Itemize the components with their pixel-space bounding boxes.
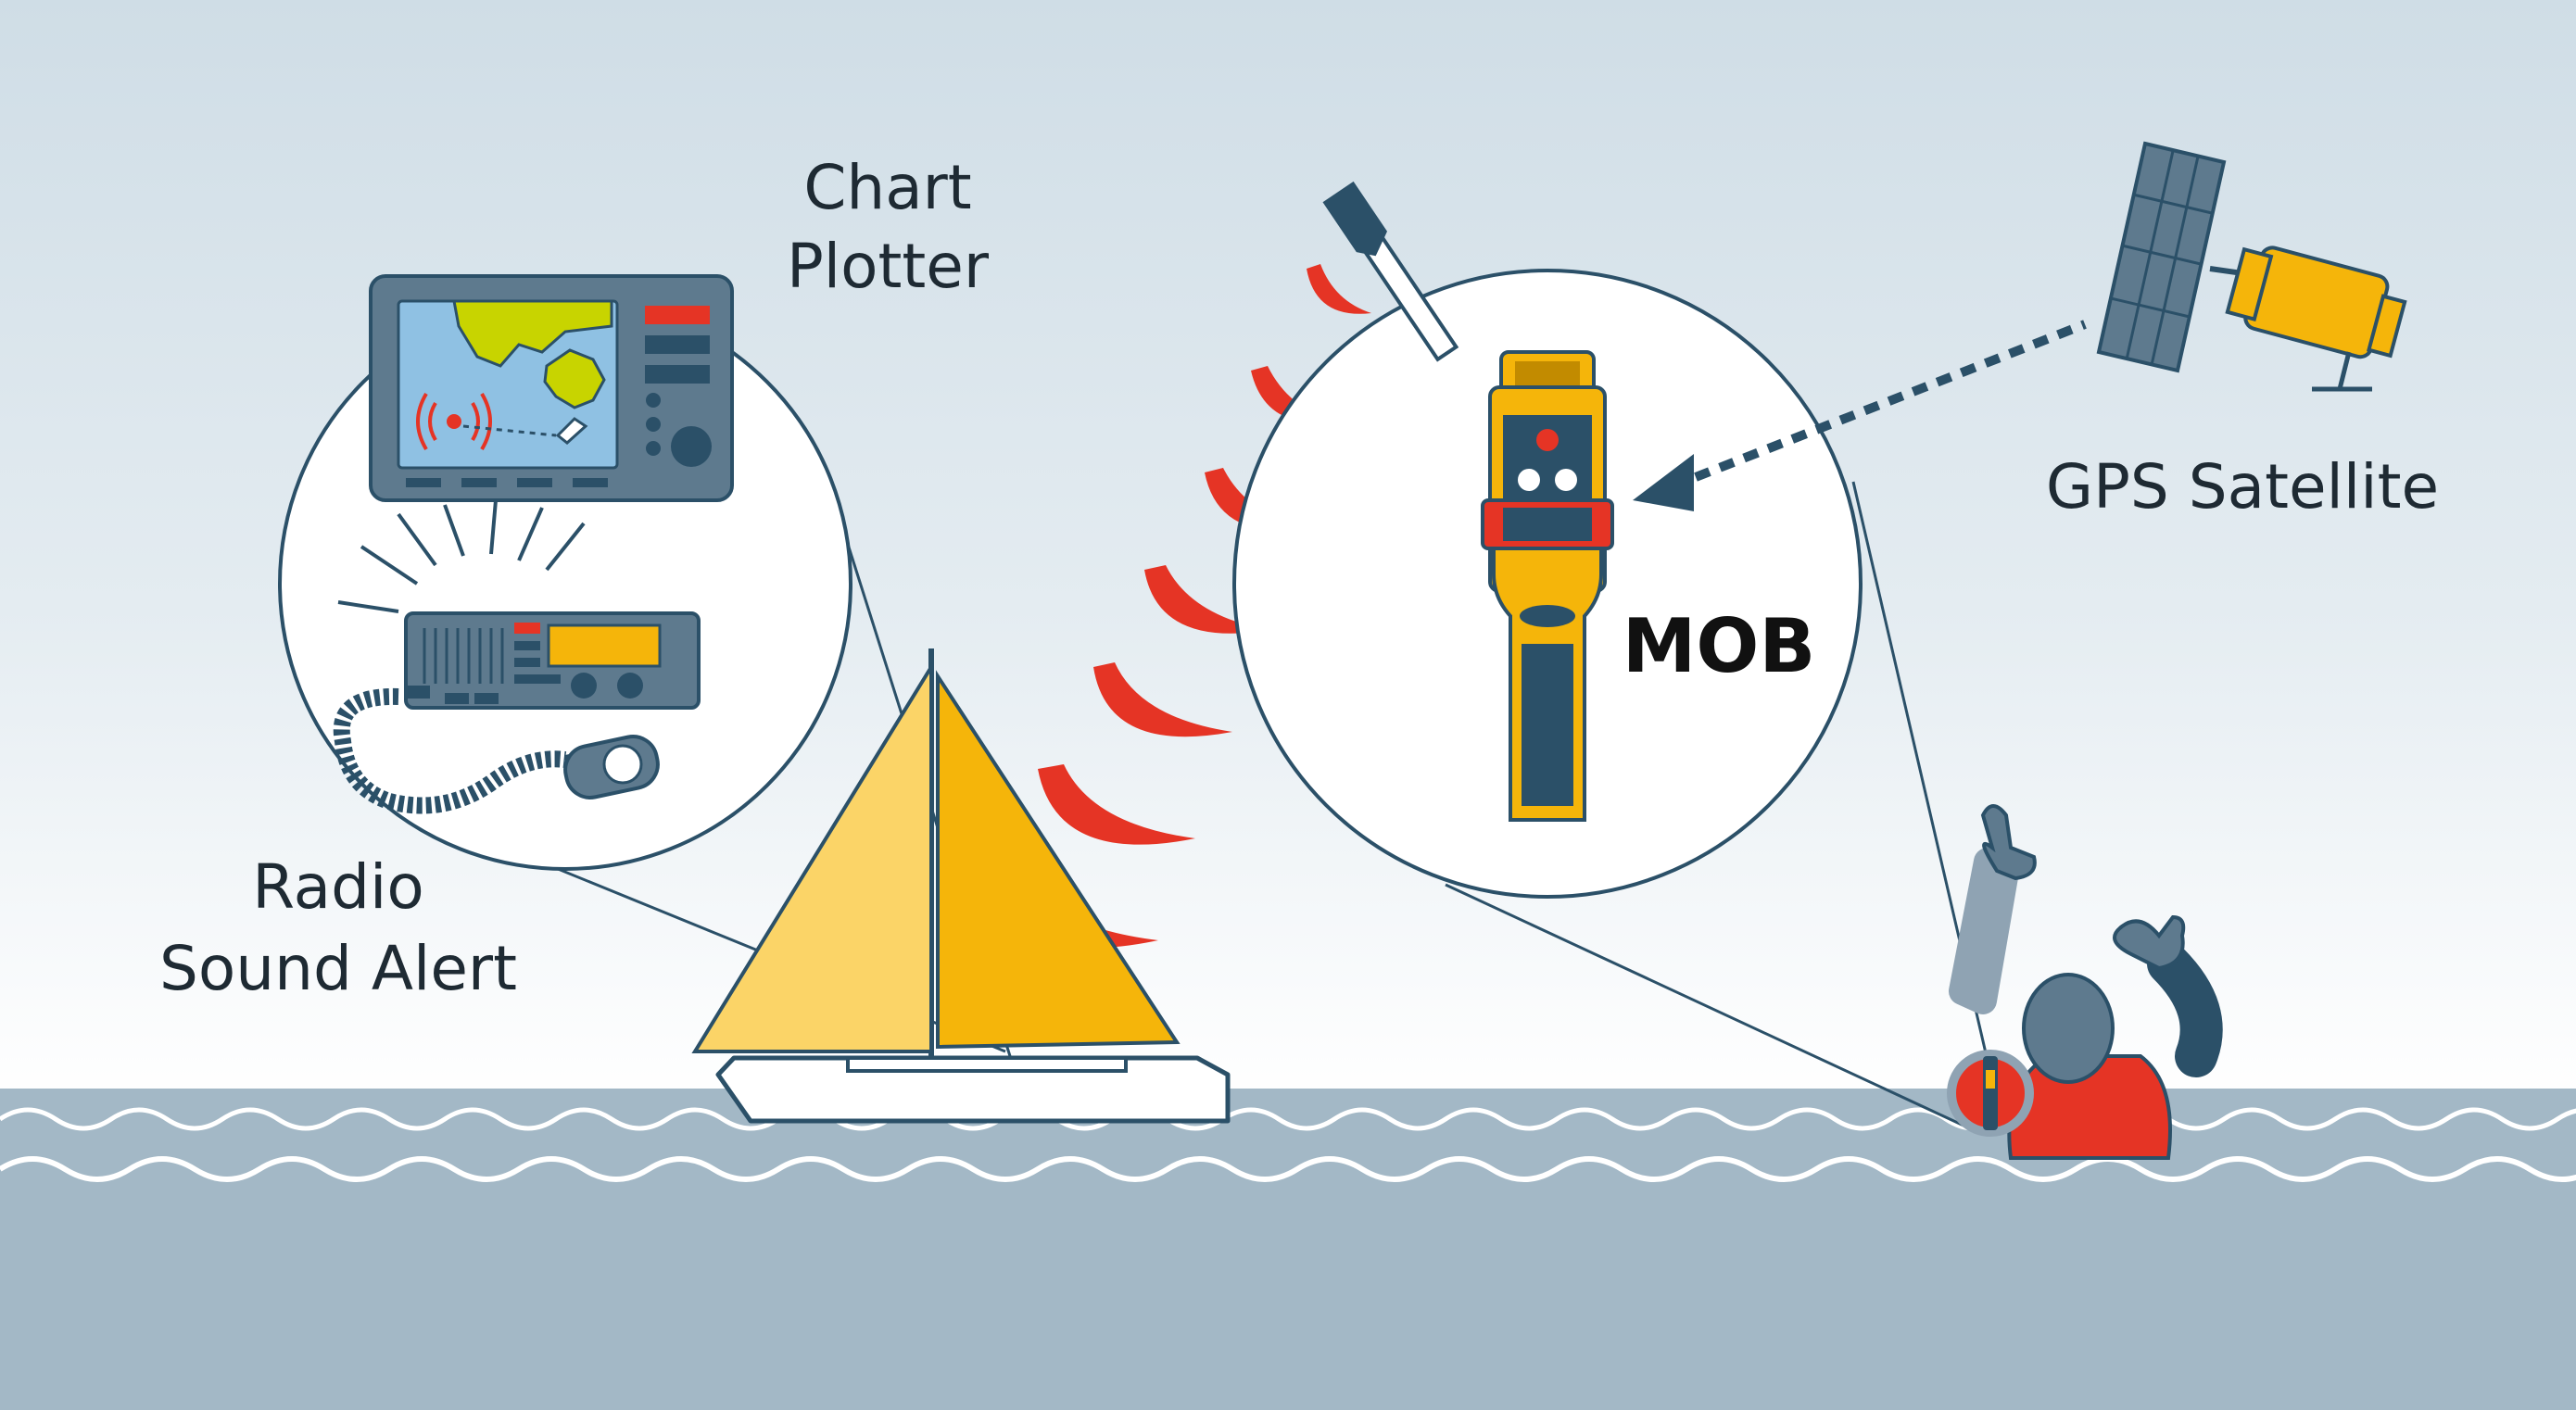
chart-plotter-label-line2: Plotter (787, 231, 990, 302)
radio-label-line1: Radio (252, 851, 423, 923)
person-in-water-icon (1947, 804, 2223, 1160)
mob-label: MOB (1623, 603, 1816, 689)
chart-plotter-label-line1: Chart (803, 152, 971, 223)
microphone-icon (333, 687, 660, 814)
radio-label-line2: Sound Alert (159, 933, 517, 1004)
gps-satellite-icon (2096, 141, 2407, 392)
gps-signal-arrow (1633, 320, 2087, 511)
chart-plotter-icon (369, 274, 734, 502)
vhf-radio-icon (337, 499, 701, 710)
sailboat-icon (691, 648, 1231, 1124)
sea (0, 1089, 2576, 1410)
mob-beacon-icon (1322, 181, 1614, 822)
gps-satellite-label: GPS Satellite (2046, 451, 2439, 522)
